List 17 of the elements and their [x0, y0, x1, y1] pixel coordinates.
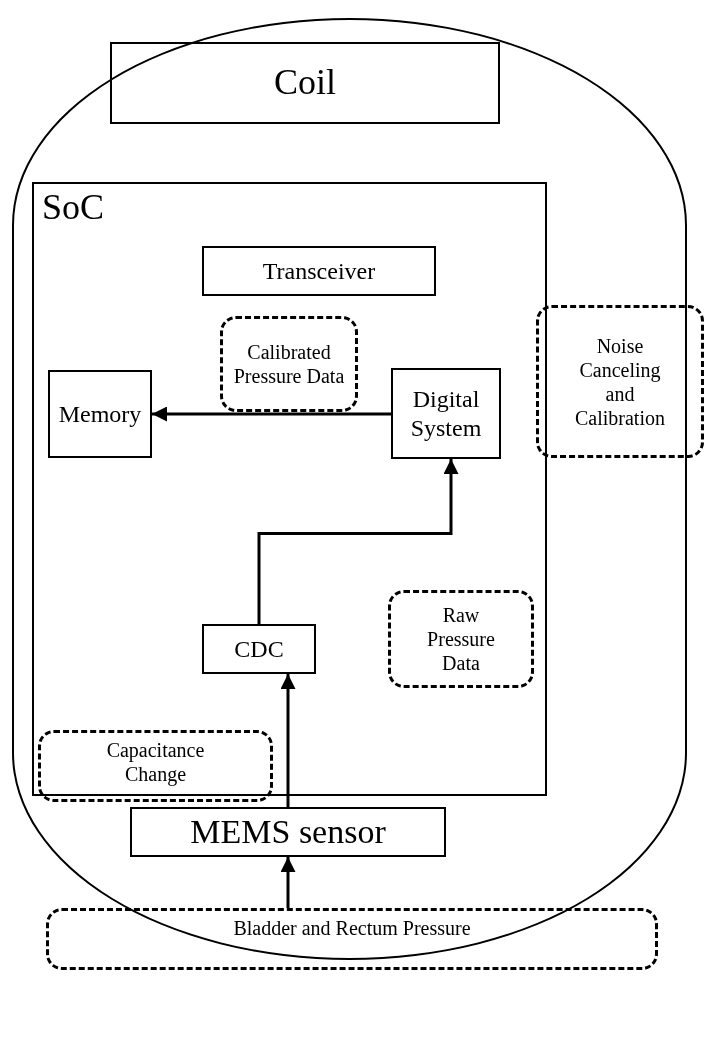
process-box: Coil — [110, 42, 500, 124]
capsule-outline — [12, 18, 687, 960]
annotation-box: Raw Pressure Data — [388, 590, 534, 688]
process-box: Digital System — [391, 368, 501, 459]
arrow — [257, 459, 459, 624]
arrow — [152, 406, 391, 422]
process-box: MEMS sensor — [130, 807, 446, 857]
process-box: CDC — [202, 624, 316, 674]
annotation-box: Bladder and Rectum Pressure — [46, 908, 658, 970]
process-box: Transceiver — [202, 246, 436, 296]
annotation-box: Noise Canceling and Calibration — [536, 305, 704, 458]
group-title: SoC — [42, 186, 105, 229]
annotation-box: Calibrated Pressure Data — [220, 316, 358, 412]
arrow — [280, 857, 296, 908]
group-box — [32, 182, 547, 796]
arrow — [280, 674, 296, 807]
process-box: Memory — [48, 370, 152, 458]
